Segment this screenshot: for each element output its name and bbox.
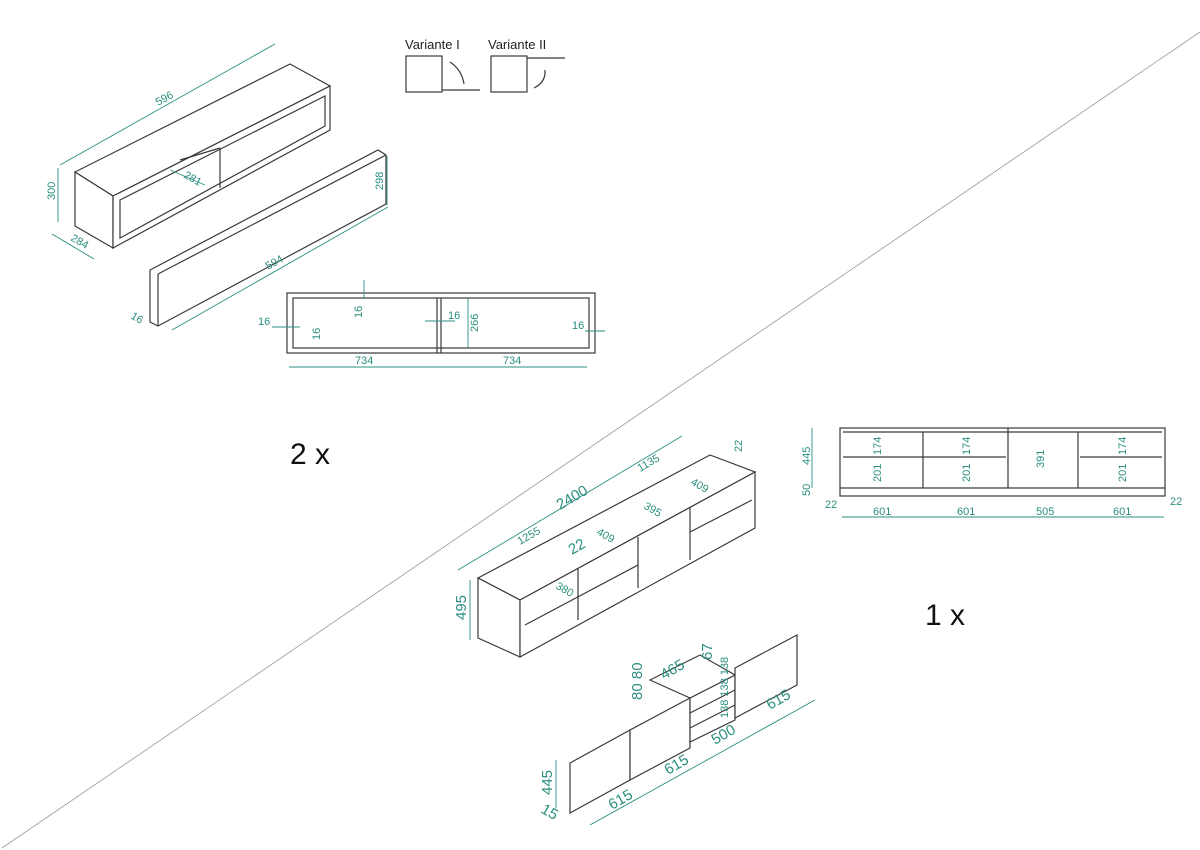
dim-inner-height: 266 (469, 314, 481, 332)
wall-unit-iso: 596 281 300 284 (46, 43, 332, 260)
dim-lower-3: 201 (1117, 464, 1129, 482)
dim-top: 16 (353, 306, 365, 318)
dim-door-height: 445 (539, 770, 556, 795)
dim-drawer-heights: 80 80 (629, 662, 646, 700)
dim-right-width: 734 (503, 355, 521, 367)
dim-top-thickness: 22 (733, 440, 745, 452)
dim-front-thickness: 16 (129, 310, 146, 327)
variant-2-label: Variante II (488, 37, 546, 52)
dim-plinth: 50 (801, 484, 813, 496)
dim-drawer-fronts: 138 138 138 (719, 657, 731, 718)
dim-front-height: 298 (374, 172, 386, 190)
dim-upper-1: 174 (872, 437, 884, 455)
dim-thickness: 15 (538, 801, 561, 824)
dim-lower-2: 201 (961, 464, 973, 482)
dim-lower-1: 201 (872, 464, 884, 482)
tv-unit-iso: 2400 1255 1135 22 22 409 395 409 380 495 (453, 435, 757, 659)
dim-drawer-gap: 67 (699, 643, 716, 660)
tv-unit-elevation: 445 50 22 22 174 201 174 201 391 174 201… (801, 427, 1182, 518)
dim-upper-3: 174 (1117, 437, 1129, 455)
dim-panel-thickness: 22 (566, 535, 589, 558)
dim-wall-depth: 284 (69, 232, 91, 252)
dim-right-width: 1135 (636, 452, 662, 474)
dim-side-left: 16 (258, 316, 270, 328)
dim-left-width: 1255 (516, 525, 543, 548)
wall-unit-elevation: 16 16 16 16 266 16 734 734 (258, 280, 605, 368)
dim-middle: 16 (448, 310, 460, 322)
dim-width-2: 601 (957, 506, 975, 518)
dim-left-width: 734 (355, 355, 373, 367)
flap-down-arrow-icon (449, 61, 465, 85)
variant-1: Variante I (405, 37, 480, 93)
variant-1-label: Variante I (405, 37, 460, 52)
tv-unit-quantity: 1 x (925, 599, 965, 632)
dim-inset-left: 22 (825, 499, 837, 511)
flap-up-arrow-icon (533, 69, 546, 89)
dim-side-right: 16 (572, 320, 584, 332)
section-divider-line (1, 31, 1200, 849)
variant-2: Variante II (488, 37, 565, 93)
dim-upper-2: 174 (961, 437, 973, 455)
dim-width-1: 601 (873, 506, 891, 518)
dim-width-3: 505 (1036, 506, 1054, 518)
tv-fronts-iso: 465 67 80 80 138 138 138 500 615 615 615… (538, 634, 816, 826)
dim-wall-height: 300 (46, 182, 58, 200)
dim-bottom: 16 (311, 328, 323, 340)
dim-width-4: 601 (1113, 506, 1131, 518)
dim-wall-width: 596 (154, 89, 176, 108)
wall-unit-quantity: 2 x (290, 438, 330, 471)
dim-height: 495 (453, 595, 470, 620)
dim-height: 445 (801, 447, 813, 465)
dim-total-width: 2400 (554, 482, 591, 513)
dim-open: 391 (1035, 450, 1047, 468)
dim-inset-right: 22 (1170, 496, 1182, 508)
